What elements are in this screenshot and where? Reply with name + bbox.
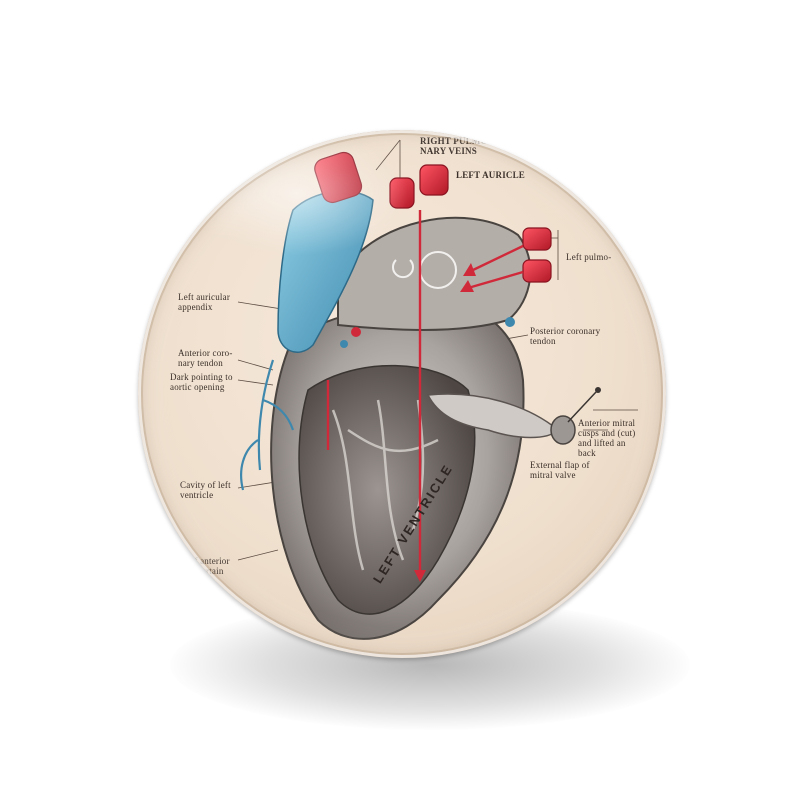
glass-cabochon: RIGHT PULMO- NARY VEINS LEFT AURICLE Lef… <box>138 130 666 658</box>
label-right-pulmonary-veins: RIGHT PULMO- NARY VEINS <box>420 136 491 156</box>
label-left-auricular-appendix: Left auricular appendix <box>178 292 231 312</box>
label-dark-pointing: Dark pointing to aortic opening <box>170 372 233 392</box>
label-left-pulmonary: Left pulmo- <box>566 252 612 262</box>
label-left-auricle: LEFT AURICLE <box>456 170 526 180</box>
heart-illustration <box>237 139 638 640</box>
label-external-flap: External flap of mitral valve <box>530 460 590 480</box>
label-anterior-coronary-tendon: Anterior coro- nary tendon <box>178 348 233 368</box>
label-cavity-left-ventricle: Cavity of left ventricle <box>180 480 231 500</box>
label-anterior-mitral: Anterior mitral cusps and (cut) and lift… <box>578 418 636 458</box>
label-part-of-anterior: Part of anterior mitral curtain <box>172 556 230 576</box>
label-posterior-coronary-tendon: Posterior coronary tendon <box>530 326 601 346</box>
